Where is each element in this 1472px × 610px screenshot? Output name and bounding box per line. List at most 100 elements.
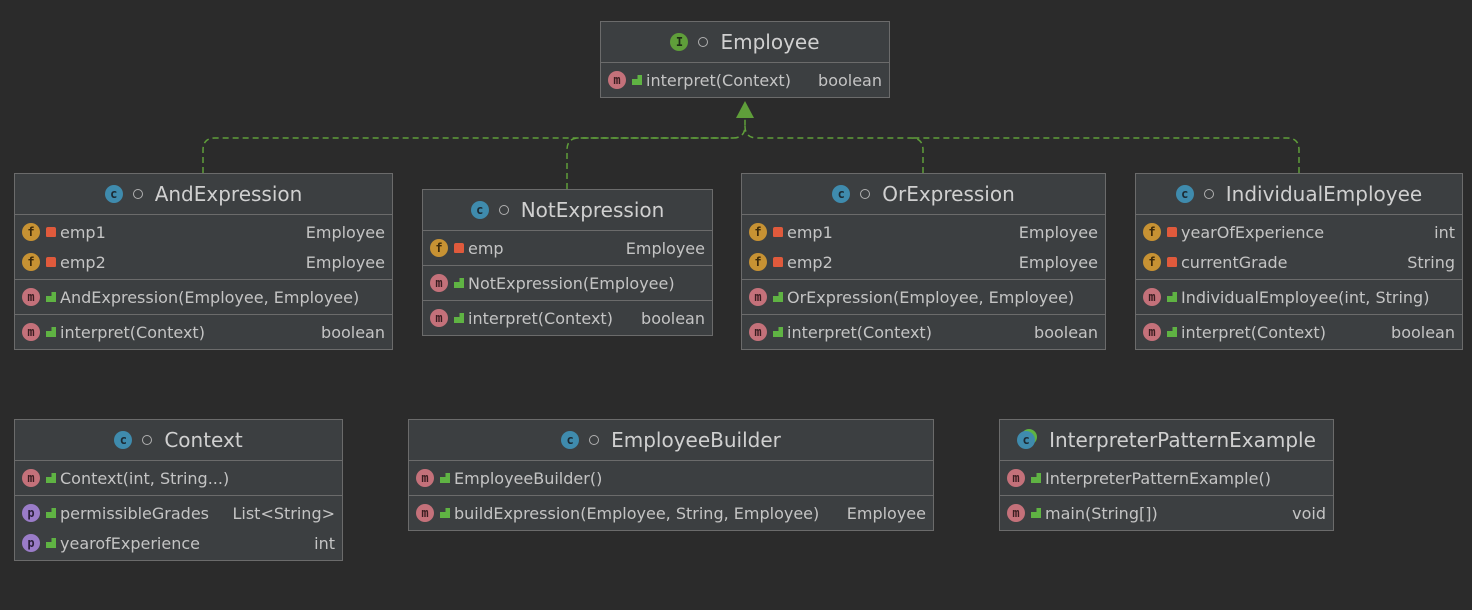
properties-section: p permissibleGrades List<String> p yearo… [15,496,342,560]
visibility-icon [498,205,509,215]
member-row[interactable]: f emp1 Employee [742,217,1105,247]
member-row[interactable]: m IndividualEmployee(int, String) [1136,282,1462,312]
public-icon [1031,473,1041,483]
class-node-employee-builder[interactable]: c EmployeeBuilder m EmployeeBuilder() m … [408,419,934,531]
class-node-individual-employee[interactable]: c IndividualEmployee f yearOfExperience … [1135,173,1463,350]
member-row[interactable]: f emp2 Employee [742,247,1105,277]
class-title: InterpreterPatternExample [1049,428,1316,452]
fields-section: f emp1 Employee f emp2 Employee [742,215,1105,280]
member-row[interactable]: m AndExpression(Employee, Employee) [15,282,392,312]
class-node-context[interactable]: c Context m Context(int, String...) p pe… [14,419,343,561]
member-type: Employee [305,222,385,242]
public-icon [440,473,450,483]
class-title: OrExpression [882,182,1015,206]
member-type: boolean [321,322,385,342]
edge-not-to-employee [566,137,733,189]
member-row[interactable]: p permissibleGrades List<String> [15,498,342,528]
member-name: NotExpression(Employee) [468,273,675,293]
class-node-not-expression[interactable]: c NotExpression f emp Employee m NotExpr… [422,189,713,336]
public-icon [773,292,783,302]
class-title: EmployeeBuilder [611,428,781,452]
field-icon: f [749,223,767,241]
member-row[interactable]: f emp Employee [423,233,712,263]
member-row[interactable]: m interpret(Context) boolean [423,303,712,333]
property-icon: p [22,534,40,552]
member-row[interactable]: m main(String[]) void [1000,498,1333,528]
method-icon: m [430,274,448,292]
member-name: main(String[]) [1045,503,1158,523]
public-icon [46,292,56,302]
public-icon [773,327,783,337]
public-icon [440,508,450,518]
visibility-icon [589,435,600,445]
class-icon: c [104,185,123,203]
member-type: Employee [305,252,385,272]
member-row[interactable]: f yearOfExperience int [1136,217,1462,247]
member-name: emp2 [60,252,106,272]
member-row[interactable]: p yearofExperience int [15,528,342,558]
class-header: c AndExpression [15,174,392,215]
member-name: yearOfExperience [1181,222,1325,242]
public-icon [46,508,56,518]
class-header: c IndividualEmployee [1136,174,1462,215]
method-icon: m [22,288,40,306]
class-header: c EmployeeBuilder [409,420,933,461]
member-type: int [314,533,335,553]
member-row[interactable]: m interpret(Context) boolean [601,65,889,95]
class-node-interpreter-pattern-example[interactable]: c InterpreterPatternExample m Interprete… [999,419,1334,531]
interface-icon: I [670,33,689,51]
public-icon [1167,327,1177,337]
method-icon: m [749,323,767,341]
class-icon: c [832,185,851,203]
member-row[interactable]: m Context(int, String...) [15,463,342,493]
member-row[interactable]: m interpret(Context) boolean [1136,317,1462,347]
class-icon: c [114,431,133,449]
class-header: I Employee [601,22,889,63]
class-node-or-expression[interactable]: c OrExpression f emp1 Employee f emp2 Em… [741,173,1106,350]
member-type: Employee [625,238,705,258]
method-icon: m [416,504,434,522]
member-name: IndividualEmployee(int, String) [1181,287,1430,307]
member-name: InterpreterPatternExample() [1045,468,1271,488]
member-type: boolean [1391,322,1455,342]
member-type: boolean [641,308,705,328]
class-node-employee[interactable]: I Employee m interpret(Context) boolean [600,21,890,98]
visibility-icon [1203,189,1214,199]
constructors-section: m Context(int, String...) [15,461,342,496]
public-icon [46,473,56,483]
member-name: OrExpression(Employee, Employee) [787,287,1075,307]
member-row[interactable]: m NotExpression(Employee) [423,268,712,298]
constructors-section: m AndExpression(Employee, Employee) [15,280,392,315]
field-icon: f [22,253,40,271]
fields-section: f emp Employee [423,231,712,266]
member-row[interactable]: m interpret(Context) boolean [15,317,392,347]
public-icon [454,278,464,288]
property-icon: p [22,504,40,522]
member-row[interactable]: f currentGrade String [1136,247,1462,277]
field-icon: f [749,253,767,271]
methods-section: m interpret(Context) boolean [1136,315,1462,349]
member-name: interpret(Context) [60,322,205,342]
private-lock-icon [773,257,783,267]
private-lock-icon [46,257,56,267]
class-title: IndividualEmployee [1225,182,1423,206]
field-icon: f [1143,223,1161,241]
class-header: c OrExpression [742,174,1105,215]
member-type: boolean [818,70,882,90]
constructors-section: m OrExpression(Employee, Employee) [742,280,1105,315]
class-header: c InterpreterPatternExample [1000,420,1333,461]
member-row[interactable]: m interpret(Context) boolean [742,317,1105,347]
member-row[interactable]: m buildExpression(Employee, String, Empl… [409,498,933,528]
visibility-icon [860,189,871,199]
class-title: AndExpression [154,182,303,206]
member-row[interactable]: f emp1 Employee [15,217,392,247]
member-row[interactable]: m EmployeeBuilder() [409,463,933,493]
member-row[interactable]: m InterpreterPatternExample() [1000,463,1333,493]
member-row[interactable]: m OrExpression(Employee, Employee) [742,282,1105,312]
class-node-and-expression[interactable]: c AndExpression f emp1 Employee f emp2 E… [14,173,393,350]
private-lock-icon [454,243,464,253]
edge-individual-to-employee [911,137,1300,173]
field-icon: f [430,239,448,257]
visibility-icon [142,435,153,445]
member-row[interactable]: f emp2 Employee [15,247,392,277]
